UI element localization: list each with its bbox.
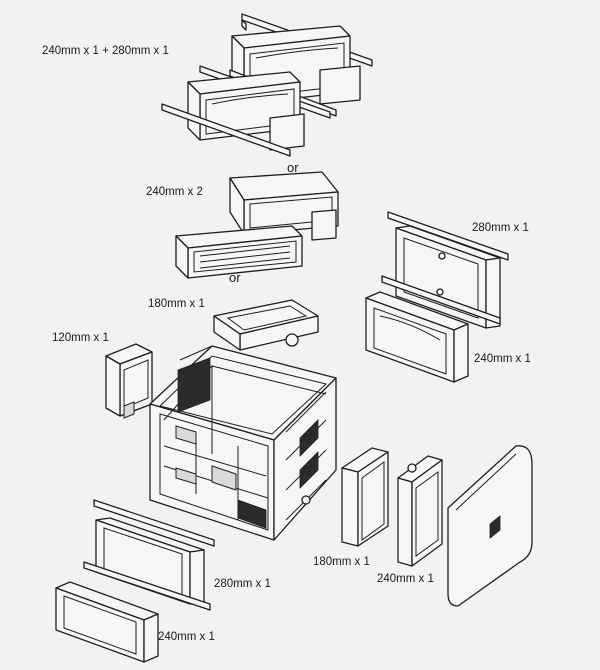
front-panel: [447, 445, 533, 607]
label-top-combo: 240mm x 1 + 280mm x 1: [42, 45, 169, 57]
radiator-240-side: [365, 291, 469, 383]
label-180-top: 180mm x 1: [148, 298, 205, 310]
label-120: 120mm x 1: [52, 332, 109, 344]
label-bottom-280: 280mm x 1: [214, 578, 271, 590]
label-or-2: or: [229, 270, 241, 285]
label-front-240: 240mm x 1: [377, 573, 434, 585]
label-front-180: 180mm x 1: [313, 556, 370, 568]
radiator-280-side-bracket: [381, 211, 509, 329]
radiator-120: [105, 343, 153, 419]
radiator-240-bottom: [55, 581, 159, 663]
radiator-240-front: [397, 455, 443, 567]
case-chassis: [149, 345, 337, 541]
radiator-240-lower: [175, 225, 303, 279]
label-or-1: or: [287, 160, 299, 175]
radiator-180-top: [213, 299, 319, 351]
radiator-240-top-bracket: [161, 65, 331, 157]
radiator-280-bottom-bracket: [83, 499, 215, 611]
label-dual-240: 240mm x 2: [146, 186, 203, 198]
radiator-180-front: [341, 447, 389, 547]
label-side-280: 280mm x 1: [472, 222, 529, 234]
label-bottom-240: 240mm x 1: [158, 631, 215, 643]
label-side-240: 240mm x 1: [474, 353, 531, 365]
radiator-240-upper: [229, 171, 339, 241]
